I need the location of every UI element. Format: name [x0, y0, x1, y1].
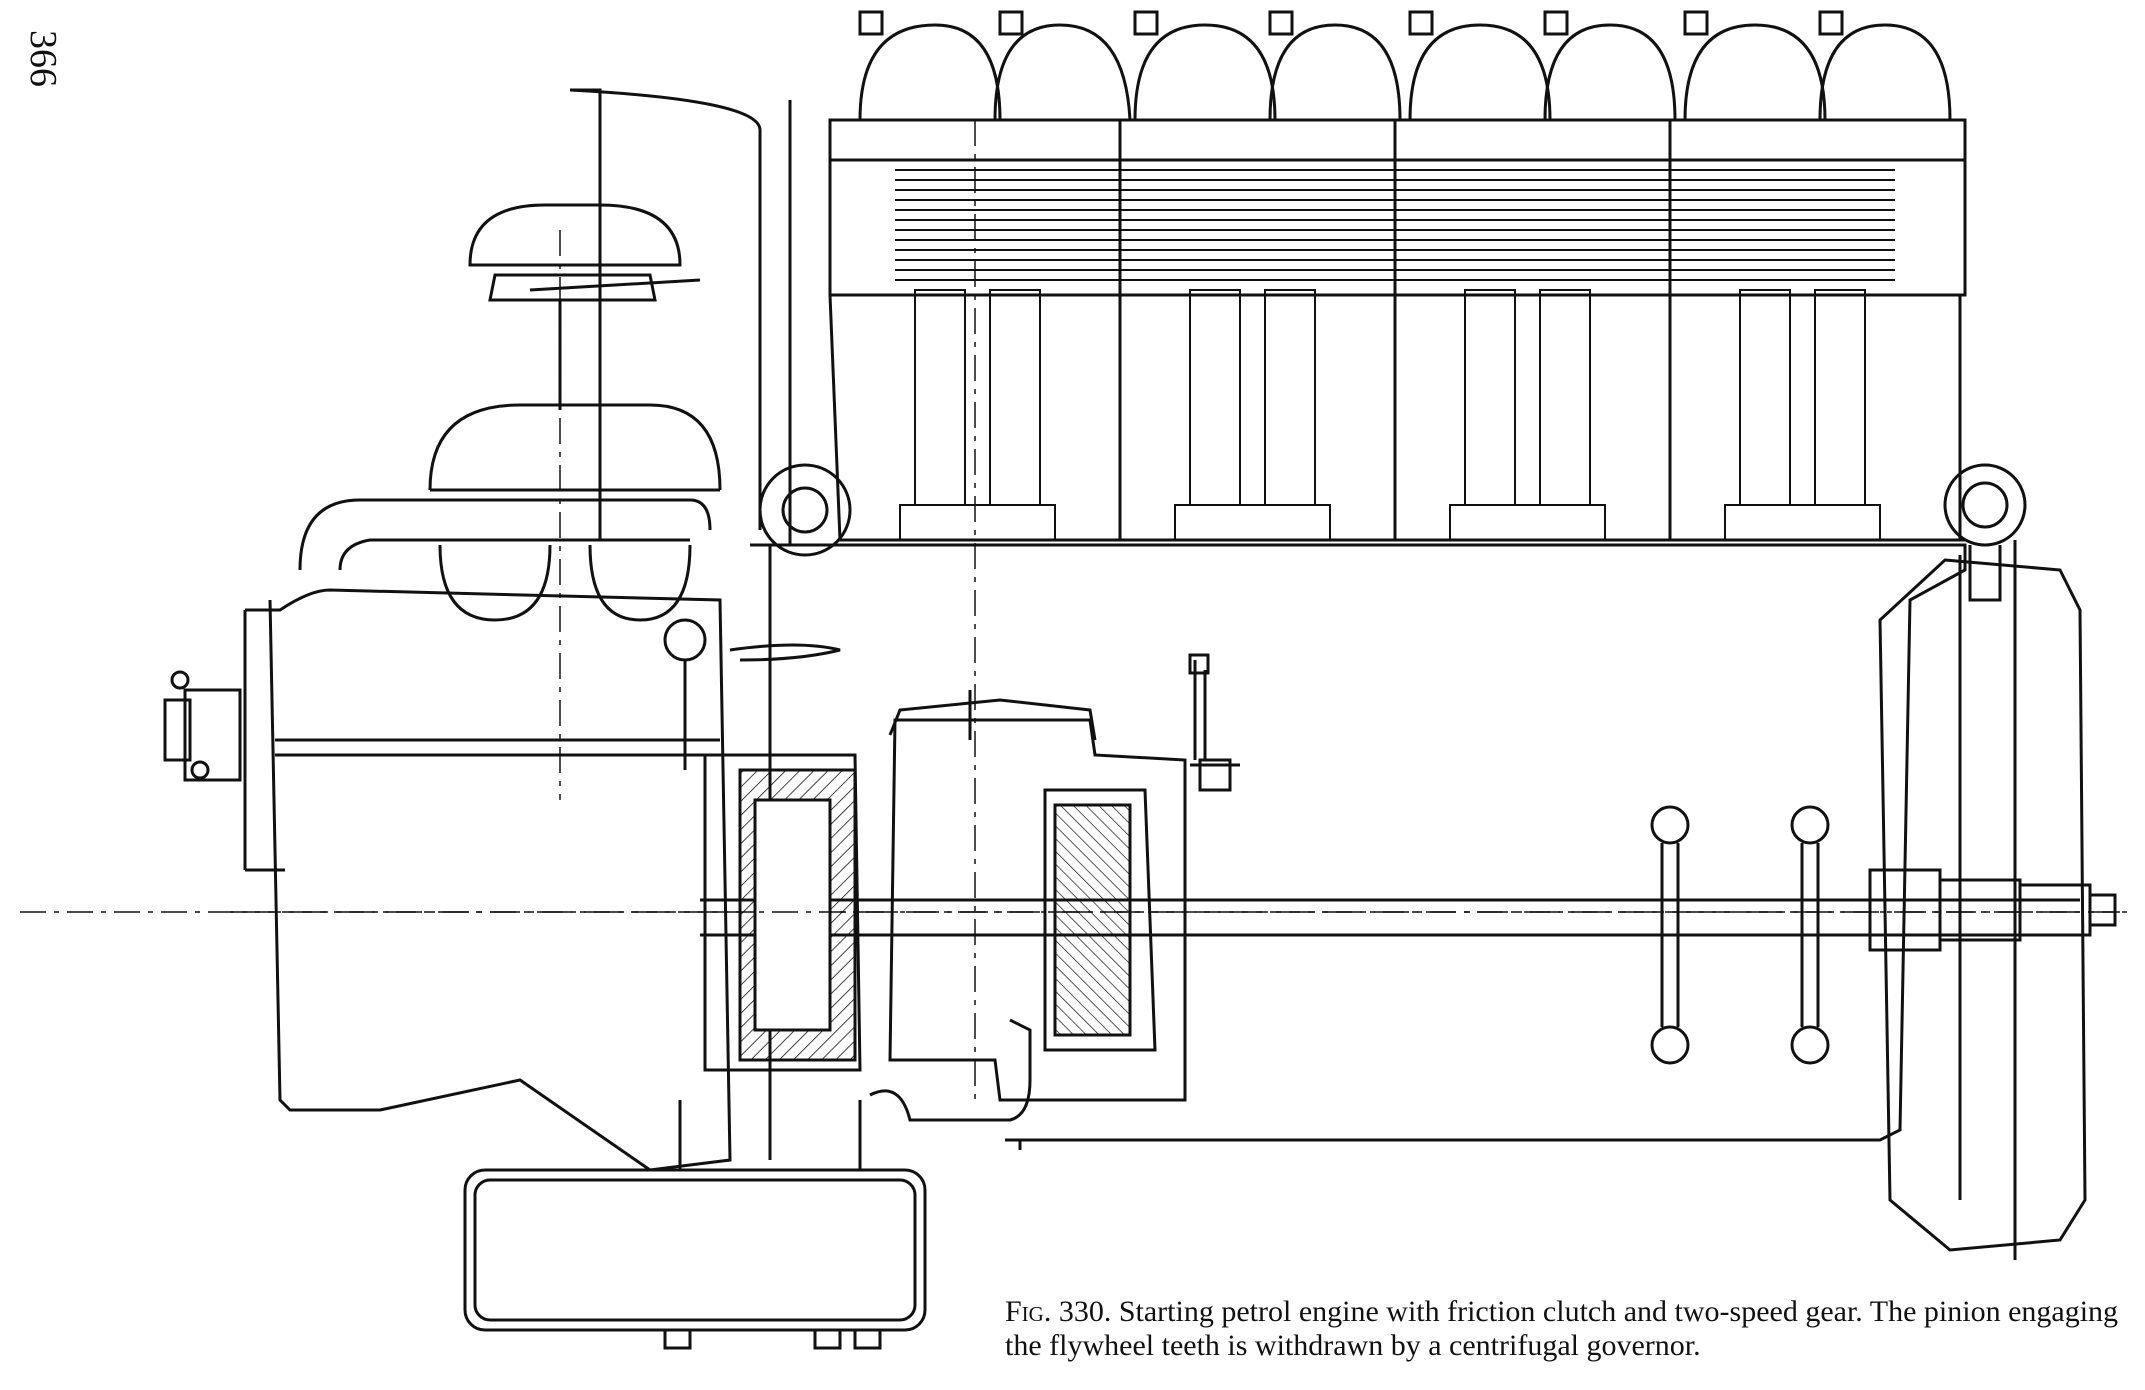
crankcase-left — [243, 588, 732, 1172]
clutch-housing — [703, 718, 1187, 1102]
exhaust-manifold — [298, 498, 712, 622]
control-lever — [663, 618, 1210, 770]
cylinder-heads — [858, 10, 1952, 121]
fan-frame — [569, 88, 852, 557]
figure-caption-text: Starting petrol engine with friction clu… — [1005, 1295, 2119, 1362]
connecting-rods — [1650, 805, 1830, 1065]
flywheel — [1878, 463, 2087, 1260]
gear-cover — [888, 670, 1240, 792]
pinion-assembly — [1868, 868, 2117, 952]
oil-tank — [463, 1100, 927, 1350]
cylinder-barrels — [899, 289, 1881, 540]
centre-lines — [20, 120, 2130, 1100]
cooling-fins — [895, 169, 1895, 281]
oil-pipe — [869, 1018, 1032, 1122]
end-boss — [163, 670, 242, 782]
carburettor — [428, 203, 722, 492]
figure-label: Fig. 330. — [1005, 1295, 1112, 1328]
cylinder-block — [828, 118, 1967, 542]
crankcase — [750, 543, 1967, 1160]
figure-caption: Fig. 330. Starting petrol engine with fr… — [1005, 1295, 2135, 1363]
main-shaft — [230, 898, 2120, 937]
